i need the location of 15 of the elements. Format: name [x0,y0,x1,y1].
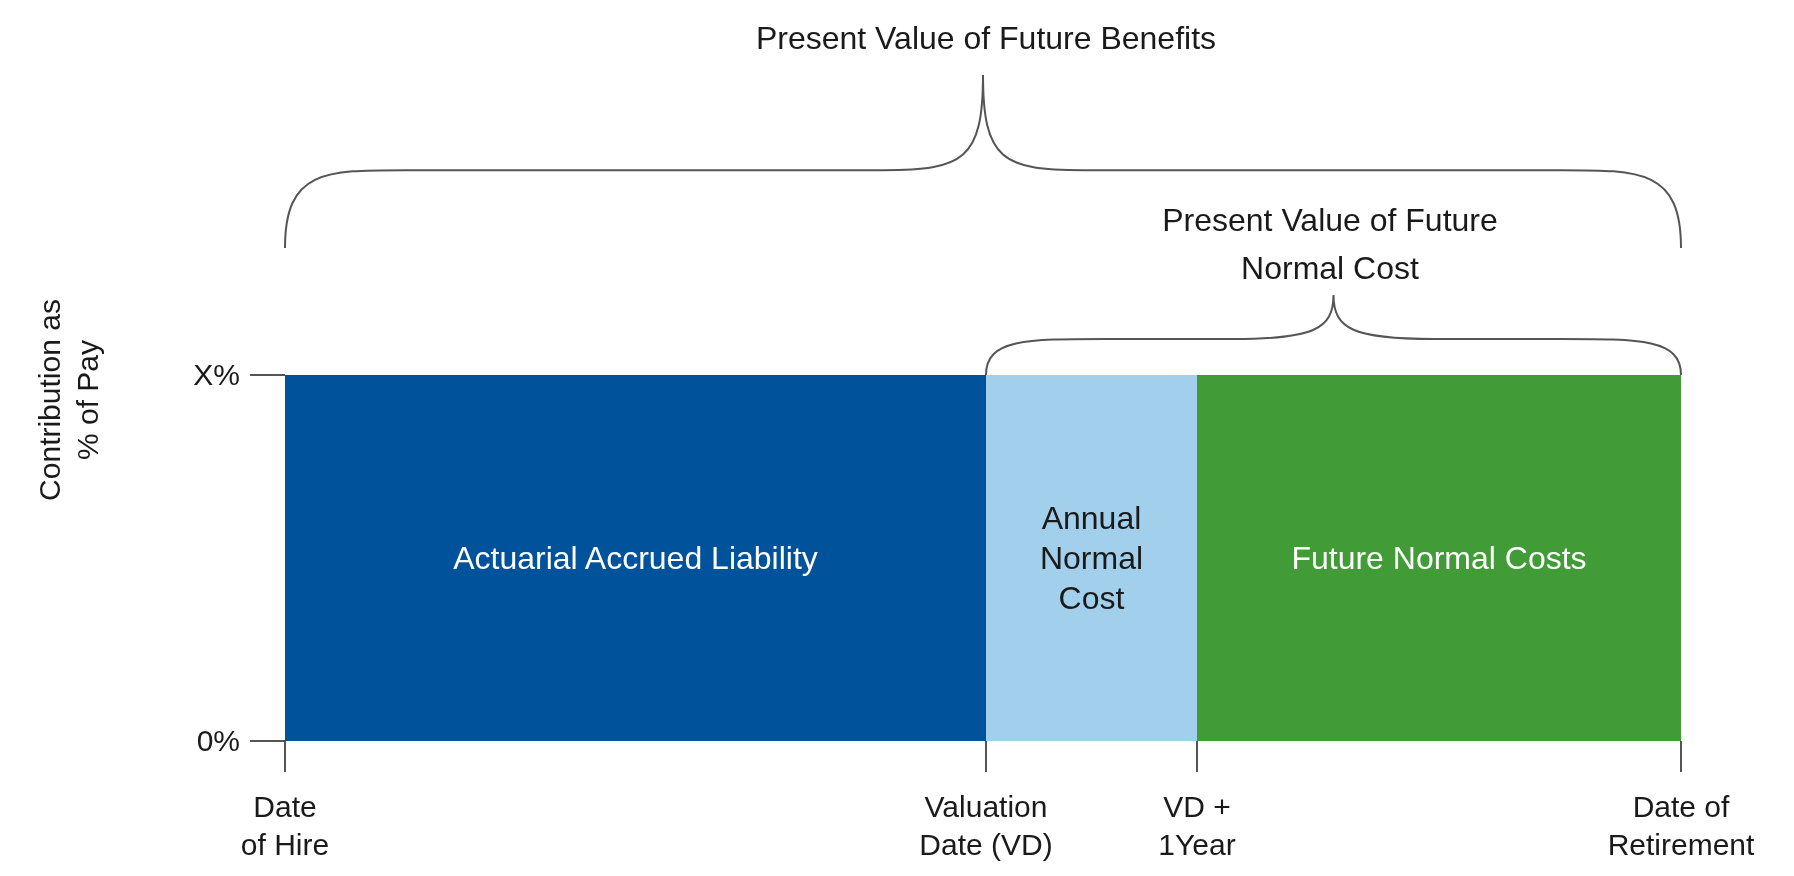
tick-label: X% [192,357,240,393]
tick-label: Valuation Date (VD) [918,789,1054,863]
brace-label: Present Value of Future Normal Cost [1161,201,1499,288]
tick-label: Date of Hire [239,789,331,863]
block-label: Annual Normal Cost [1038,499,1145,618]
tick-label: VD + 1Year [1157,789,1237,863]
tick-label: 0% [195,723,240,759]
normal-cost-block [986,375,1197,741]
block-label: Future Normal Costs [1291,539,1587,578]
future-cost-block [1197,375,1681,741]
brace-label: Present Value of Future Benefits [754,19,1218,58]
block-label: Actuarial Accrued Liability [453,539,818,578]
axis-title: Contribution as % of Pay [32,298,105,503]
tick-label: Date of Retirement [1606,789,1756,863]
liability-block [285,375,986,741]
